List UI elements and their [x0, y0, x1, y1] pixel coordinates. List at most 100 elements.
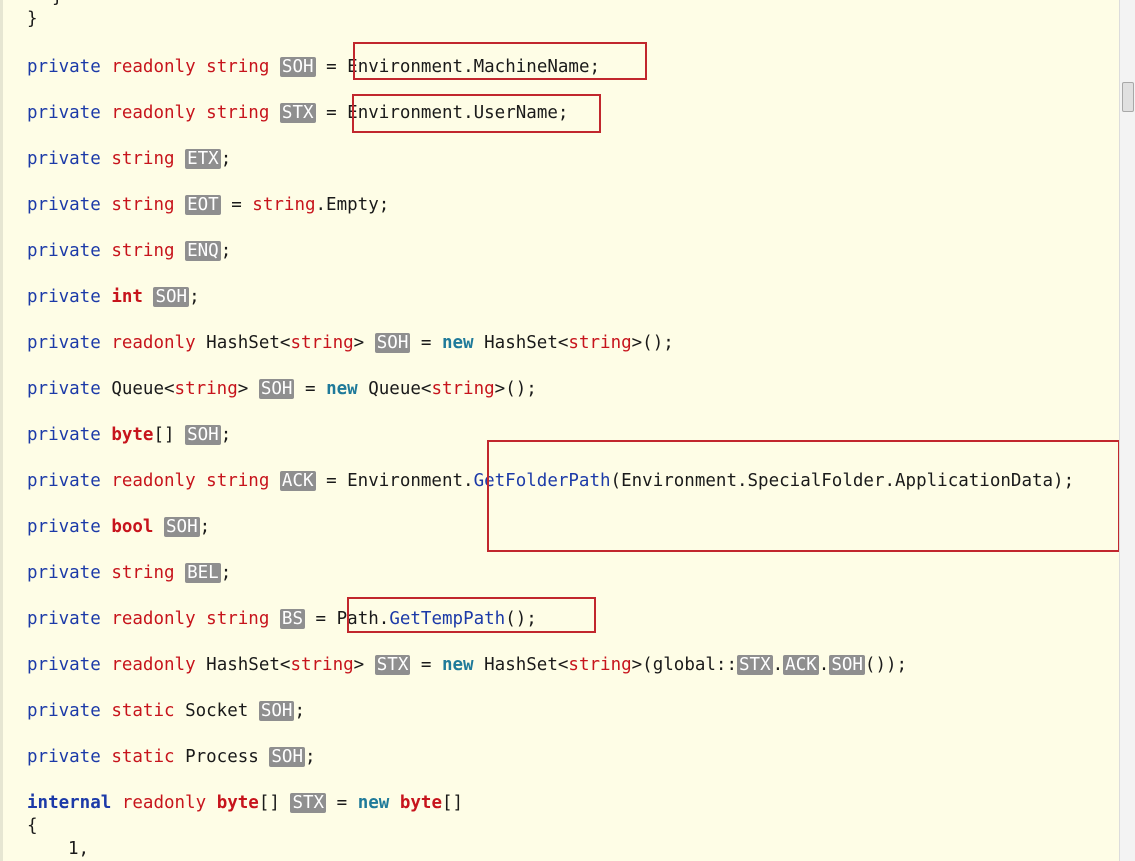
identifier-badge: SOH — [153, 287, 190, 307]
code-token: = — [326, 57, 337, 77]
code-token: readonly — [111, 103, 196, 123]
code-line-socket-soh: private static Socket SOH; — [27, 700, 305, 722]
code-token: private — [27, 655, 101, 675]
code-token: ()); — [864, 655, 908, 675]
code-line-bool-soh: private bool SOH; — [27, 516, 210, 538]
code-line-etx: private string ETX; — [27, 148, 231, 170]
code-token: private — [27, 609, 101, 629]
code-token: string — [206, 57, 270, 77]
code-token: = — [315, 609, 327, 629]
identifier-badge: SOH — [258, 701, 295, 721]
code-token: string — [206, 103, 270, 123]
code-line-int-soh: private int SOH; — [27, 286, 200, 308]
identifier-badge: SOH — [164, 517, 200, 537]
code-token: private — [27, 379, 101, 399]
code-token: new — [326, 379, 358, 399]
code-token: string — [111, 241, 175, 261]
code-token: HashSet< — [206, 655, 291, 675]
code-token: ; — [220, 425, 232, 445]
code-token: = — [326, 103, 337, 123]
code-token: > — [237, 379, 249, 399]
code-token: private — [27, 701, 101, 721]
identifier-badge: SOH — [258, 379, 295, 399]
code-token: Socket — [185, 701, 249, 721]
code-token: >(global:: — [631, 655, 737, 675]
code-token: private — [27, 241, 101, 261]
code-token: private — [27, 471, 101, 491]
code-line-bs-temppath: private readonly string BS = Path.GetTem… — [27, 608, 537, 630]
code-token: } — [27, 9, 38, 29]
code-token: string — [206, 609, 270, 629]
code-token: } — [52, 0, 63, 7]
code-token: private — [27, 747, 101, 767]
vertical-scrollbar[interactable] — [1119, 0, 1135, 861]
identifier-badge: ETX — [185, 149, 221, 169]
code-line-closing-brace: } — [27, 8, 38, 30]
code-token: readonly — [111, 655, 196, 675]
code-line-internal-byte-stx: internal readonly byte[] STX = new byte[… — [27, 792, 463, 814]
highlight-box-username — [352, 94, 601, 133]
code-token: static — [111, 747, 175, 767]
code-token: { — [27, 816, 38, 836]
code-token: string — [174, 379, 238, 399]
code-token: string — [111, 563, 175, 583]
code-token: readonly — [111, 57, 196, 77]
editor-gutter — [0, 0, 3, 861]
code-token: ; — [294, 701, 305, 721]
identifier-badge: EOT — [185, 195, 221, 215]
code-line-bel: private string BEL; — [27, 562, 231, 584]
code-token: bool — [111, 517, 154, 537]
code-line-eot: private string EOT = string.Empty; — [27, 194, 389, 216]
code-token: private — [27, 103, 101, 123]
code-token: ; — [199, 517, 211, 537]
code-token: private — [27, 333, 101, 353]
code-token: Queue< — [357, 379, 432, 399]
code-token: Queue< — [111, 379, 175, 399]
code-token: Environment.MachineName; — [347, 57, 601, 77]
code-line-hashset-soh: private readonly HashSet<string> SOH = n… — [27, 332, 674, 354]
code-token: . — [772, 655, 784, 675]
code-token: readonly — [111, 471, 196, 491]
scrollbar-thumb[interactable] — [1122, 82, 1134, 112]
code-token: [] — [442, 793, 464, 813]
code-token: new — [441, 655, 474, 675]
code-token: > — [353, 655, 365, 675]
code-token: = — [220, 195, 253, 215]
highlight-box-machinename — [353, 42, 647, 80]
code-token: (Environment.SpecialFolder.ApplicationDa… — [610, 471, 1075, 491]
highlight-box-gettemppath — [347, 597, 596, 633]
code-token: = Environment. — [315, 471, 474, 491]
code-token: readonly — [111, 333, 196, 353]
code-token: private — [27, 425, 101, 445]
code-token: [] — [153, 425, 175, 445]
code-token: HashSet< — [473, 333, 569, 353]
code-line-partial: } — [52, 0, 63, 8]
identifier-badge: SOH — [185, 425, 221, 445]
code-token: 1, — [68, 839, 90, 859]
code-token: ; — [189, 287, 200, 307]
identifier-badge: STX — [279, 103, 316, 123]
code-token: HashSet< — [206, 333, 291, 353]
code-token: readonly — [111, 609, 196, 629]
identifier-badge: SOH — [829, 655, 865, 675]
identifier-badge: SOH — [269, 747, 305, 767]
code-token: >(); — [494, 379, 537, 399]
code-token: string — [206, 471, 270, 491]
code-line-soh-machinename: private readonly string SOH = Environmen… — [27, 56, 600, 78]
code-token: static — [111, 701, 175, 721]
code-token: >(); — [631, 333, 674, 353]
code-token: Process — [185, 747, 259, 767]
code-token: string — [290, 655, 354, 675]
highlight-box-getfolderpath — [487, 440, 1120, 552]
code-token: = — [410, 333, 442, 353]
code-token: private — [27, 57, 101, 77]
code-line-array-value: 1, — [68, 838, 89, 860]
code-token: int — [111, 287, 143, 307]
code-token: byte — [111, 425, 154, 445]
code-line-hashset-stx: private readonly HashSet<string> STX = n… — [27, 654, 907, 676]
code-line-stx-username: private readonly string STX = Environmen… — [27, 102, 568, 124]
code-token: = — [410, 655, 442, 675]
code-token: ; — [305, 747, 316, 767]
code-token: (); — [505, 609, 537, 629]
